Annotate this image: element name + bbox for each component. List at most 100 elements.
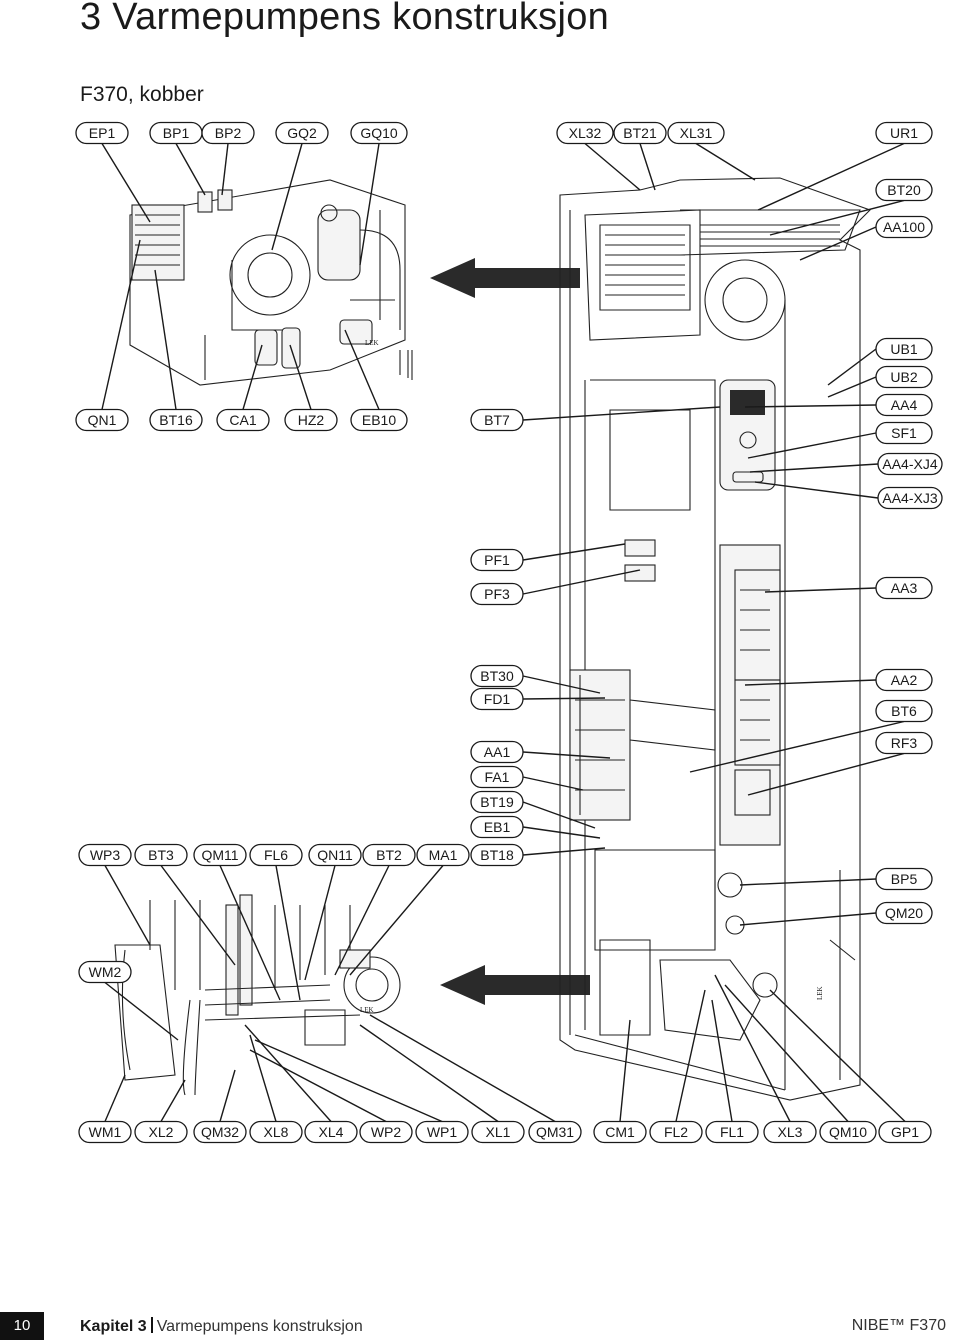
leader-line-qm11 [219, 865, 281, 1001]
leader-line-qn1 [101, 239, 141, 410]
callout-label: XL32 [569, 125, 602, 141]
callout-xl1: XL1 [471, 1120, 525, 1144]
callout-label: MA1 [429, 847, 458, 863]
leader-line-bp2 [221, 143, 229, 196]
callout-pill [470, 548, 524, 572]
callout-label: FL1 [720, 1124, 744, 1140]
callout-bt18: BT18 [470, 843, 524, 867]
chapter-title: Varmepumpens konstruksjon [156, 1318, 363, 1335]
callout-fl6: FL6 [249, 843, 303, 867]
callout-pill [875, 867, 933, 891]
callout-fl1: FL1 [705, 1120, 759, 1144]
callout-ub1: UB1 [875, 337, 933, 361]
callout-bt19: BT19 [470, 790, 524, 814]
callout-pill [528, 1120, 582, 1144]
leader-line-aa4-xj4 [749, 463, 879, 473]
callout-label: AA100 [883, 219, 925, 235]
callout-label: FL2 [664, 1124, 688, 1140]
callout-pf3: PF3 [470, 582, 524, 606]
callout-label: XL2 [149, 1124, 174, 1140]
callout-label: WM2 [89, 964, 122, 980]
callout-label: AA1 [484, 744, 511, 760]
callout-label: QM31 [536, 1124, 574, 1140]
callout-label: QN1 [88, 412, 117, 428]
leader-line-bt30 [522, 675, 601, 694]
leader-line-bt3 [160, 865, 236, 966]
callout-wm2: WM2 [78, 960, 132, 984]
callout-label: RF3 [891, 735, 918, 751]
callout-label: EB1 [484, 819, 511, 835]
callout-aa4-xj4: AA4-XJ4 [877, 452, 943, 476]
callout-fa1: FA1 [470, 765, 524, 789]
callout-xl3: XL3 [763, 1120, 817, 1144]
callout-pill [470, 740, 524, 764]
callout-bt20: BT20 [875, 178, 933, 202]
callout-label: XL1 [486, 1124, 511, 1140]
callout-ca1: CA1 [216, 408, 270, 432]
callout-label: BT21 [623, 125, 657, 141]
callout-pill [875, 668, 933, 692]
callout-rf3: RF3 [875, 731, 933, 755]
callout-pill [134, 843, 188, 867]
callout-qm31: QM31 [528, 1120, 582, 1144]
callout-aa100: AA100 [875, 215, 933, 239]
callout-pill [470, 408, 524, 432]
callout-qn1: QN1 [75, 408, 129, 432]
callout-pill [470, 843, 524, 867]
callout-aa4: AA4 [875, 393, 933, 417]
callout-eb10: EB10 [350, 408, 408, 432]
leader-line-fl6 [275, 865, 301, 1001]
leader-line-wm1 [104, 1074, 126, 1122]
callout-label: AA3 [891, 580, 918, 596]
callout-xl31: XL31 [667, 121, 725, 145]
callout-bt3: BT3 [134, 843, 188, 867]
callout-pill [470, 815, 524, 839]
leader-line-bt19 [522, 801, 596, 829]
callout-label: BT2 [376, 847, 402, 863]
technical-drawing: LEK [114, 177, 872, 1101]
page-title: 3 Varmepumpens konstruksjon [80, 0, 610, 38]
callout-label: WP3 [90, 847, 121, 863]
leader-line-ub1 [827, 348, 877, 386]
lek-mark-side: LEK [816, 986, 824, 1000]
leader-line-bt2 [334, 865, 390, 976]
callout-label: BT16 [159, 412, 193, 428]
callout-label: BT19 [480, 794, 514, 810]
leader-line-rf3 [747, 752, 905, 796]
callout-bp2: BP2 [201, 121, 255, 145]
lek-mark-top: LEK [365, 339, 379, 347]
leader-line-qm10 [724, 984, 849, 1122]
callout-pill [78, 960, 132, 984]
leader-line-cm1 [619, 1019, 631, 1122]
leader-line-qm31 [369, 1014, 556, 1123]
chapter-label: Kapitel 3 [80, 1318, 147, 1335]
callout-pf1: PF1 [470, 548, 524, 572]
leader-line-ep1 [101, 143, 151, 223]
leader-line-ca1 [242, 344, 263, 410]
footer-chapter: Kapitel 3 Varmepumpens konstruksjon [80, 1317, 363, 1336]
leader-line-qn11 [304, 865, 336, 981]
callout-label: BT3 [148, 847, 174, 863]
callout-label: CM1 [605, 1124, 635, 1140]
callout-pill [75, 408, 129, 432]
leader-line-aa4 [744, 404, 877, 408]
leader-line-pf1 [522, 543, 626, 561]
leader-line-sf1 [747, 432, 877, 459]
leader-line-bt7 [522, 406, 721, 421]
compressor-module-drawing: LEK [129, 179, 413, 386]
callout-pill [875, 215, 933, 239]
callout-ma1: MA1 [416, 843, 470, 867]
leader-line-wp1 [254, 1039, 443, 1123]
callout-pill [667, 121, 725, 145]
leader-line-eb10 [344, 329, 380, 410]
leader-line-bt18 [522, 847, 606, 856]
callout-label: AA4-XJ4 [882, 456, 937, 472]
callout-pill [362, 843, 416, 867]
callout-pill [470, 664, 524, 688]
leader-line-xl2 [160, 1079, 186, 1122]
callout-sf1: SF1 [875, 421, 933, 445]
callout-cm1: CM1 [593, 1120, 647, 1144]
callout-label: AA2 [891, 672, 918, 688]
leader-line-wm2 [104, 981, 179, 1041]
callout-label: EP1 [89, 125, 116, 141]
